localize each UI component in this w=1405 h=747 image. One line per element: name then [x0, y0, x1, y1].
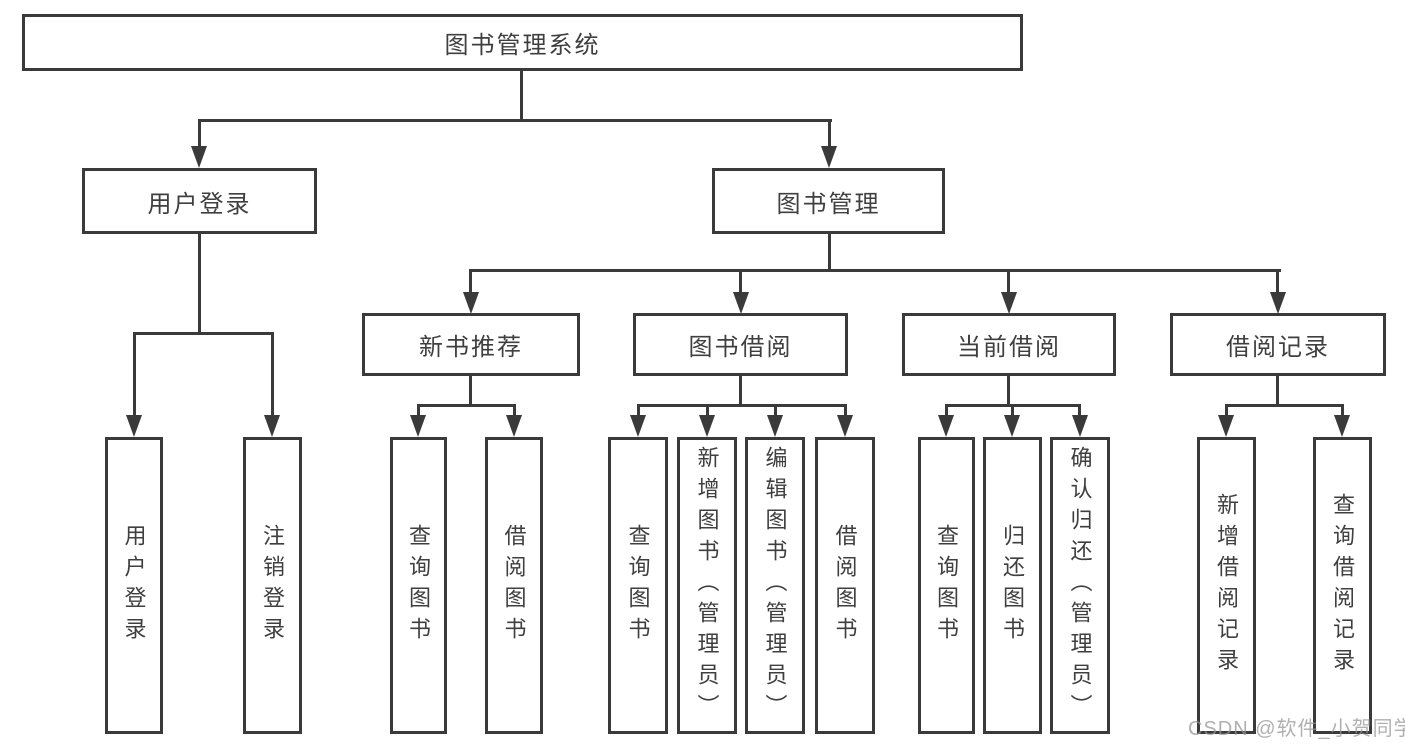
leaf-logout-login: 注销登录 — [243, 437, 302, 734]
node-user-login: 用户登录 — [82, 168, 317, 234]
arrow-down-icon — [767, 415, 783, 437]
leaf-edit-books-admin: 编辑图书（管理员） — [745, 437, 805, 734]
connector-line — [1011, 404, 1014, 417]
arrow-down-icon — [191, 146, 207, 168]
connector-line — [520, 70, 523, 122]
leaf-confirm-return-admin: 确认归还（管理员） — [1050, 437, 1110, 734]
arrow-down-icon — [1001, 292, 1017, 314]
arrow-down-icon — [506, 415, 522, 437]
arrow-down-icon — [1004, 415, 1020, 437]
connector-line — [271, 332, 274, 417]
node-borrowing-records: 借阅记录 — [1170, 313, 1386, 376]
connector-line — [469, 376, 472, 407]
connector-line — [469, 269, 472, 296]
arrow-down-icon — [699, 415, 715, 437]
leaf-add-books-admin: 新增图书（管理员） — [677, 437, 737, 734]
connector-line — [739, 269, 742, 296]
connector-line — [706, 404, 709, 417]
arrow-down-icon — [410, 415, 426, 437]
leaf-user-login: 用户登录 — [105, 437, 163, 734]
connector-line — [133, 332, 136, 417]
connector-line — [417, 404, 516, 407]
connector-line — [1225, 404, 1344, 407]
node-root: 图书管理系统 — [22, 14, 1023, 71]
arrow-down-icon — [1072, 415, 1088, 437]
connector-line — [198, 119, 201, 149]
node-new-book-recommendation: 新书推荐 — [362, 313, 580, 376]
arrow-down-icon — [1334, 415, 1350, 437]
connector-line — [198, 233, 201, 335]
leaf-borrow-books-1: 借阅图书 — [485, 437, 543, 734]
arrow-down-icon — [837, 415, 853, 437]
watermark: CSDN @软件_小贺同学 — [1188, 718, 1405, 740]
connector-line — [828, 233, 831, 272]
leaf-query-books-2: 查询图书 — [608, 437, 668, 734]
connector-line — [417, 404, 420, 417]
connector-line — [828, 119, 831, 149]
arrow-down-icon — [821, 146, 837, 168]
connector-line — [1007, 376, 1010, 407]
arrow-down-icon — [264, 415, 280, 437]
arrow-down-icon — [1218, 415, 1234, 437]
arrow-down-icon — [126, 415, 142, 437]
connector-line — [1225, 404, 1228, 417]
node-book-management: 图书管理 — [712, 168, 945, 234]
connector-line — [1276, 269, 1279, 296]
leaf-add-borrow-record: 新增借阅记录 — [1197, 437, 1256, 734]
connector-line — [1078, 404, 1081, 417]
arrow-down-icon — [938, 415, 954, 437]
connector-line — [637, 404, 640, 417]
connector-line — [945, 404, 948, 417]
arrow-down-icon — [463, 292, 479, 314]
leaf-query-borrow-record: 查询借阅记录 — [1313, 437, 1372, 734]
arrow-down-icon — [733, 292, 749, 314]
leaf-return-books: 归还图书 — [983, 437, 1042, 734]
leaf-borrow-books-2: 借阅图书 — [815, 437, 875, 734]
connector-line — [469, 269, 1281, 272]
leaf-query-books-1: 查询图书 — [390, 437, 447, 734]
connector-line — [133, 332, 274, 335]
node-current-borrowing: 当前借阅 — [902, 313, 1116, 376]
connector-line — [844, 404, 847, 417]
connector-line — [198, 119, 832, 122]
connector-line — [1276, 376, 1279, 407]
leaf-query-books-3: 查询图书 — [918, 437, 975, 734]
connector-line — [637, 404, 847, 407]
connector-line — [774, 404, 777, 417]
connector-line — [513, 404, 516, 417]
arrow-down-icon — [630, 415, 646, 437]
connector-line — [739, 376, 742, 407]
connector-line — [1341, 404, 1344, 417]
node-book-borrowing: 图书借阅 — [633, 313, 848, 376]
connector-line — [1007, 269, 1010, 296]
arrow-down-icon — [1270, 292, 1286, 314]
